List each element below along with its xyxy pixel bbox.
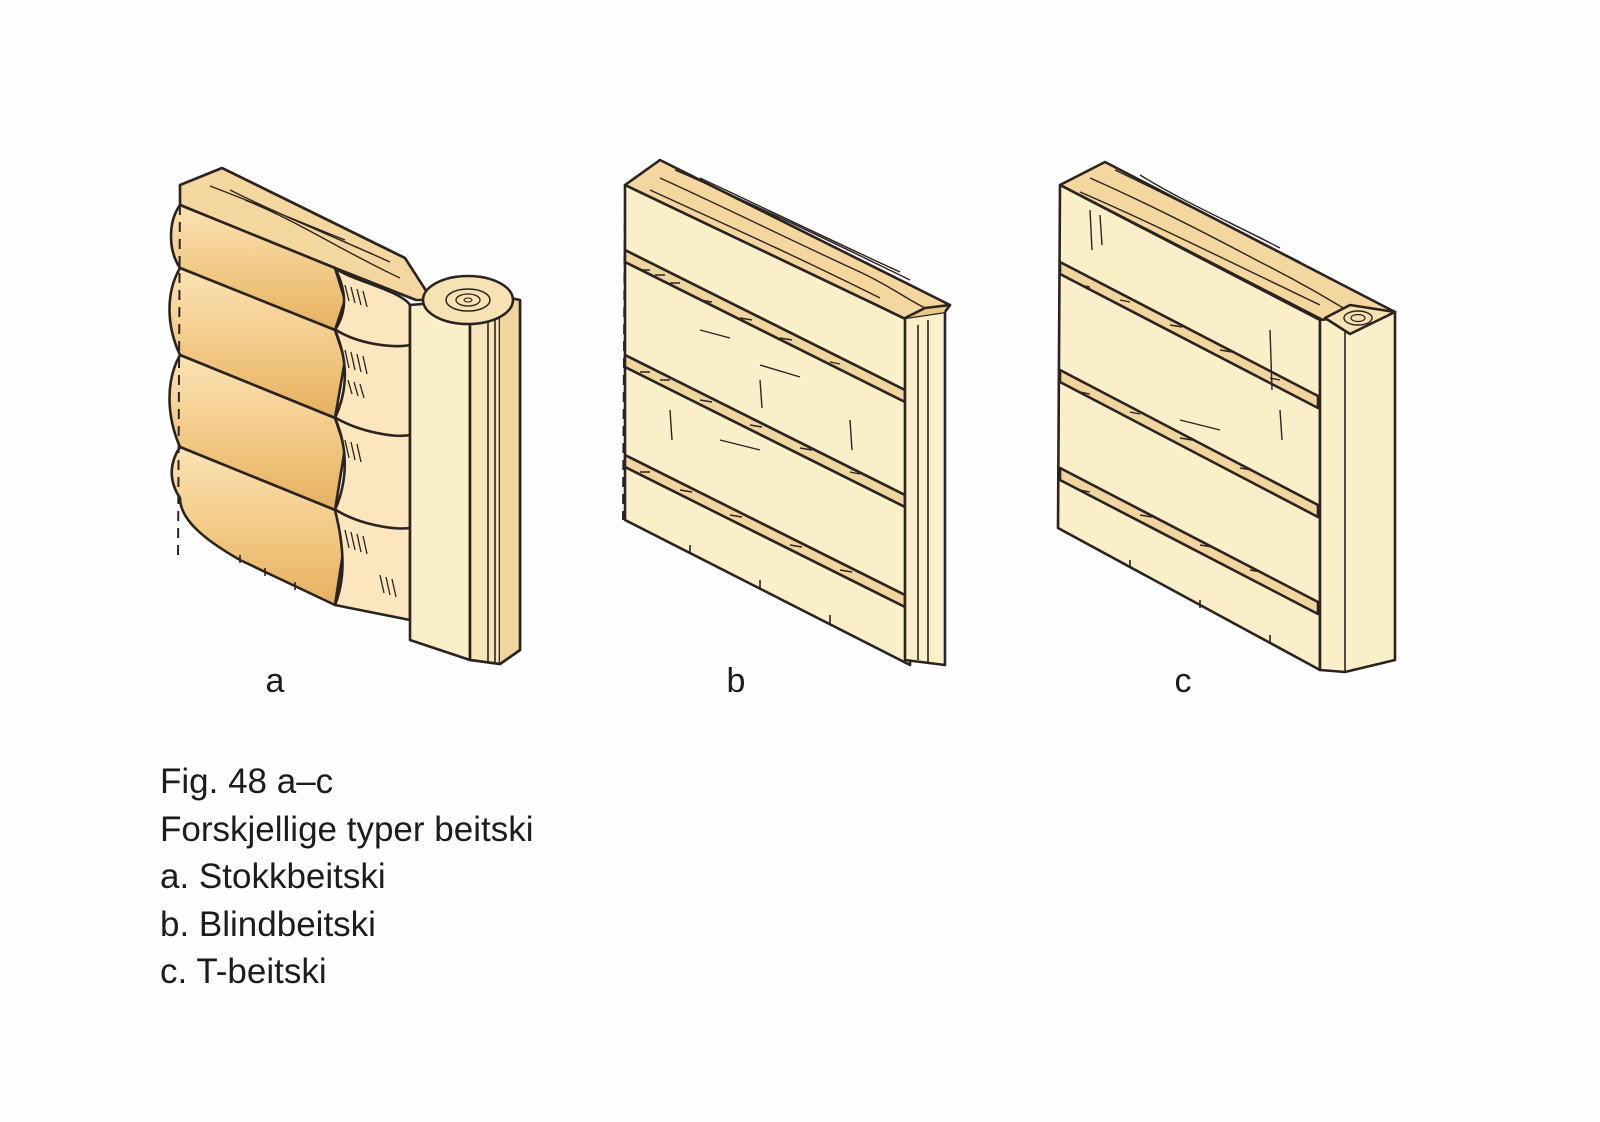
- figure-number: Fig. 48 a–c: [160, 762, 334, 801]
- panel-label-c: c: [1174, 662, 1192, 700]
- front-wall: [623, 183, 920, 667]
- end-grain: [1343, 310, 1373, 326]
- panel-a-log-joint: [168, 166, 522, 666]
- caption-item-c: c. T-beitski: [160, 952, 327, 991]
- vertical-post: [408, 298, 472, 662]
- vertical-post: [1318, 310, 1397, 674]
- panel-c-t-joint: [1056, 160, 1397, 674]
- end-grain: [421, 274, 515, 326]
- caption-item-b: b. Blindbeitski: [160, 904, 376, 944]
- caption-item-a: a. Stokkbeitski: [160, 857, 386, 896]
- plank-grooves: [1058, 260, 1320, 616]
- panel-b-blind-joint: [622, 158, 952, 667]
- panel-label-b: b: [726, 662, 746, 700]
- figure-title: Forskjellige typer beitski: [160, 809, 534, 849]
- log-row-1: [169, 203, 347, 332]
- log-row-2: [168, 266, 347, 420]
- figure-caption: Fig. 48 a–c Forskjellige typer beitski a…: [160, 758, 533, 996]
- log-row-3: [168, 353, 347, 512]
- wall-joint-illustrations: [168, 158, 1397, 674]
- vertical-post: [903, 310, 947, 667]
- panel-label-a: a: [265, 662, 285, 700]
